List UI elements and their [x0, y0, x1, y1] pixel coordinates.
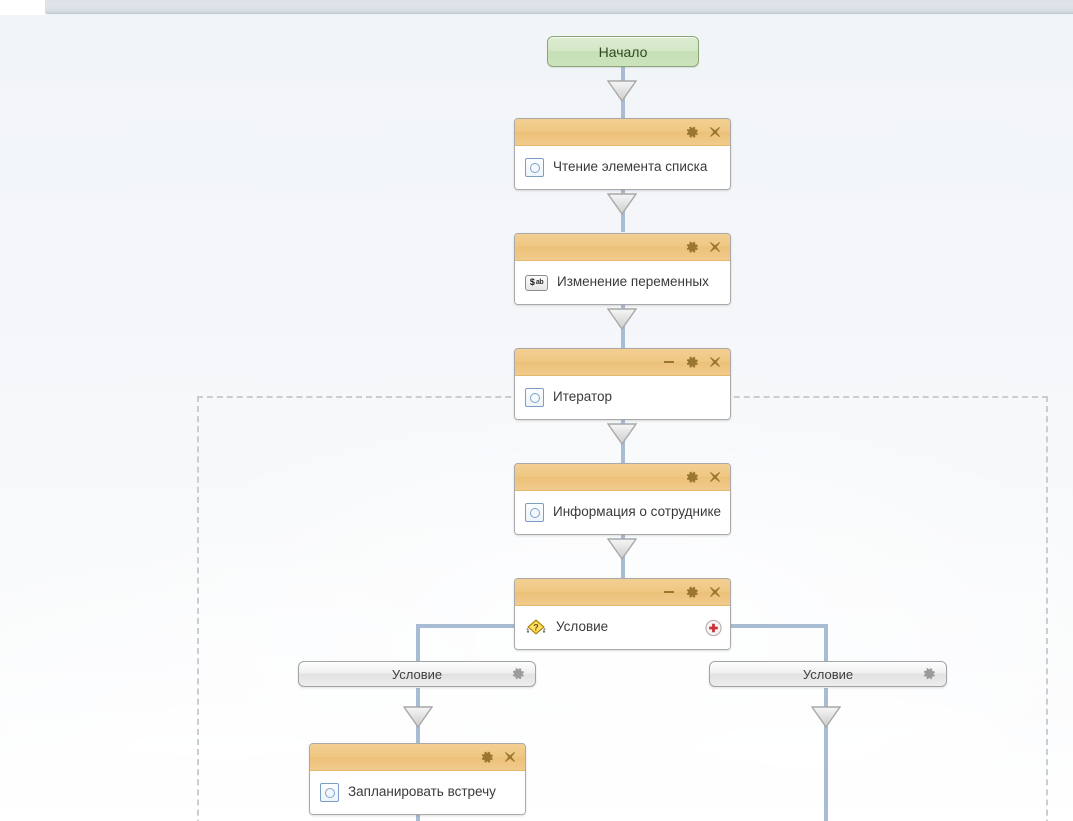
gear-icon[interactable]	[685, 355, 699, 369]
node-label: Запланировать встречу	[348, 783, 496, 799]
node-body: Чтение элемента списка	[515, 146, 730, 189]
arrow-head	[607, 193, 637, 215]
node-employee-info[interactable]: Информация о сотруднике	[514, 463, 731, 535]
close-icon[interactable]	[708, 470, 722, 484]
activity-icon	[525, 388, 544, 407]
node-read-list-item[interactable]: Чтение элемента списка	[514, 118, 731, 190]
arrow-head	[403, 706, 433, 728]
node-label: Чтение элемента списка	[553, 158, 708, 174]
connector-to-branch-right	[824, 624, 828, 662]
node-change-variables[interactable]: $a b Изменение переменных	[514, 233, 731, 305]
arrow-head	[811, 706, 841, 728]
branch-button-left[interactable]: Условие	[298, 661, 536, 687]
start-node-label: Начало	[598, 43, 648, 60]
node-body: Информация о сотруднике	[515, 491, 730, 534]
node-schedule-meeting[interactable]: Запланировать встречу	[309, 743, 526, 815]
node-body: Итератор	[515, 376, 730, 419]
node-label: Изменение переменных	[557, 273, 709, 289]
node-condition[interactable]: ? Условие	[514, 578, 731, 650]
node-body: $a b Изменение переменных	[515, 261, 730, 304]
node-header	[310, 744, 525, 771]
node-label: Информация о сотруднике	[553, 503, 722, 519]
arrow-head	[607, 308, 637, 330]
branch-button-right[interactable]: Условие	[709, 661, 947, 687]
gear-icon[interactable]	[685, 470, 699, 484]
gear-icon[interactable]	[512, 668, 525, 681]
arrow-head	[607, 538, 637, 560]
node-header	[515, 234, 730, 261]
close-icon[interactable]	[503, 750, 517, 764]
activity-icon	[525, 158, 544, 177]
start-node[interactable]: Начало	[547, 36, 699, 67]
node-header	[515, 464, 730, 491]
branch-label: Условие	[391, 666, 443, 682]
variable-icon: $a b	[525, 274, 548, 291]
svg-text:?: ?	[533, 622, 539, 632]
connector-to-branch-left	[416, 624, 420, 662]
toolbar-strip	[44, 0, 1073, 14]
node-header	[515, 349, 730, 376]
arrow-head	[607, 423, 637, 445]
gear-icon[interactable]	[923, 668, 936, 681]
close-icon[interactable]	[708, 585, 722, 599]
close-icon[interactable]	[708, 125, 722, 139]
gear-icon[interactable]	[480, 750, 494, 764]
gear-icon[interactable]	[685, 240, 699, 254]
activity-icon	[320, 783, 339, 802]
node-header	[515, 119, 730, 146]
node-header	[515, 579, 730, 606]
node-body: Запланировать встречу	[310, 771, 525, 814]
activity-icon	[525, 503, 544, 522]
minimize-icon[interactable]	[662, 585, 676, 599]
gear-icon[interactable]	[685, 125, 699, 139]
gear-icon[interactable]	[685, 585, 699, 599]
add-branch-icon[interactable]	[705, 619, 722, 636]
node-iterator[interactable]: Итератор	[514, 348, 731, 420]
arrow-head	[607, 80, 637, 102]
node-label: Итератор	[553, 388, 613, 404]
node-body: ? Условие	[515, 606, 730, 649]
minimize-icon[interactable]	[662, 355, 676, 369]
toolbar-left-gap	[0, 0, 45, 15]
connector-branch-right-down	[824, 688, 828, 821]
close-icon[interactable]	[708, 240, 722, 254]
node-label: Условие	[556, 618, 609, 634]
close-icon[interactable]	[708, 355, 722, 369]
condition-icon: ?	[525, 618, 547, 637]
branch-label: Условие	[802, 666, 854, 682]
